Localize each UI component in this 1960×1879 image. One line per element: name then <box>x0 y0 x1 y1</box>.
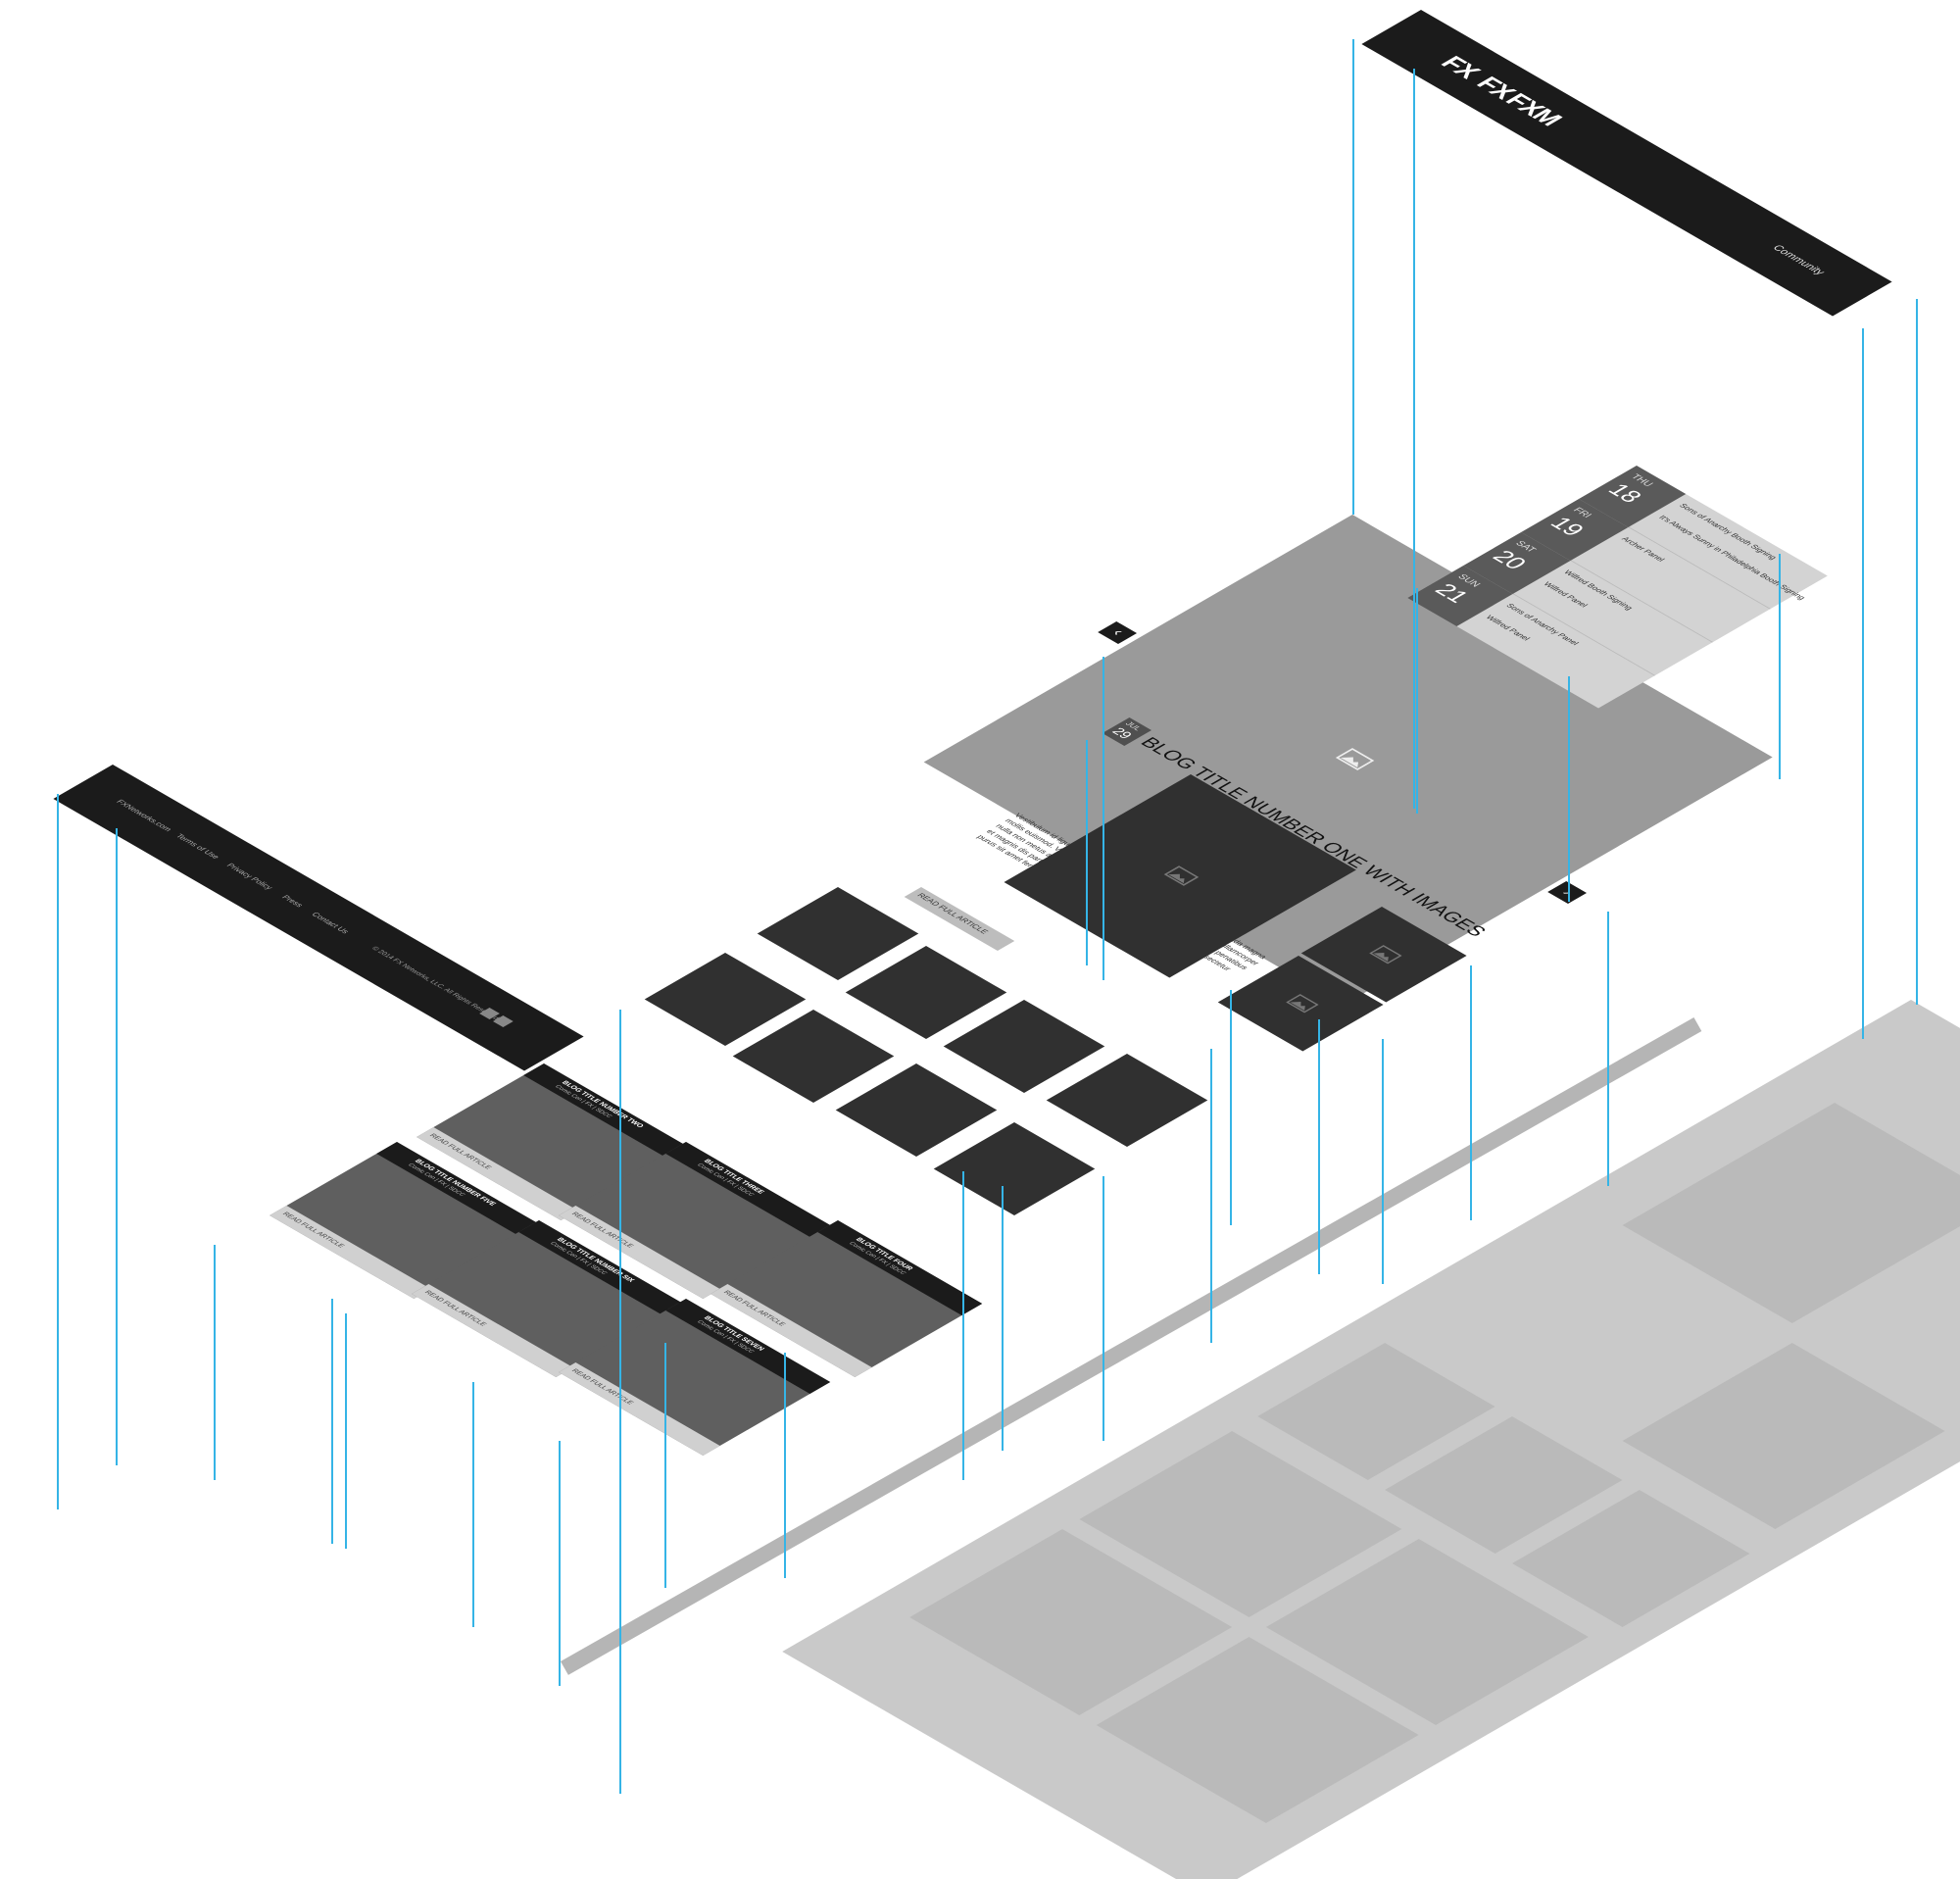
riser-line <box>1086 740 1088 965</box>
image-placeholder-icon <box>1369 945 1402 964</box>
read-more-link[interactable]: READ FULL ARTICLE <box>422 1290 488 1328</box>
feature-post-image[interactable] <box>1004 774 1356 978</box>
footer-link[interactable]: Press <box>279 894 306 909</box>
riser-line <box>1862 328 1864 1039</box>
riser-line <box>1210 1049 1212 1343</box>
fx-logo[interactable]: FX <box>1434 52 1487 82</box>
riser-line <box>214 1245 216 1480</box>
riser-line <box>472 1382 474 1627</box>
riser-line <box>664 1343 666 1588</box>
image-placeholder-icon <box>1163 865 1200 886</box>
carousel-prev-button[interactable]: ‹ <box>1098 621 1138 644</box>
fxm-logo[interactable]: FXM <box>1498 89 1569 129</box>
riser-line <box>1318 1019 1320 1274</box>
riser-line <box>57 794 59 1509</box>
hero-carousel[interactable]: ‹ › <box>923 515 1773 1005</box>
footer-copyright: © 2014 FX Networks, LLC. All Rights Rese… <box>369 946 501 1021</box>
footer-bar: FXNetworks.com Terms of Use Privacy Poli… <box>53 765 584 1071</box>
read-more-bar[interactable]: READ FULL ARTICLE <box>904 887 1015 951</box>
riser-line <box>1382 1039 1384 1284</box>
riser-line <box>1416 588 1418 814</box>
riser-line <box>1230 990 1232 1225</box>
footer-link[interactable]: Terms of Use <box>173 832 221 861</box>
riser-line <box>784 1353 786 1578</box>
post-title[interactable]: BLOG TITLE SEVEN <box>702 1315 765 1353</box>
read-more-link[interactable]: READ FULL ARTICLE <box>280 1211 346 1250</box>
riser-line <box>962 1171 964 1480</box>
riser-line <box>1568 676 1570 902</box>
footer-link[interactable]: FXNetworks.com <box>114 798 174 833</box>
riser-line <box>1352 39 1354 515</box>
social-tile[interactable] <box>933 1122 1096 1215</box>
thumbnail-tile[interactable] <box>1300 907 1467 1003</box>
nav-community-link[interactable]: Community <box>1769 243 1828 277</box>
riser-line <box>1916 299 1918 1005</box>
riser-line <box>1102 1176 1104 1441</box>
social-tile[interactable] <box>1046 1054 1208 1147</box>
riser-line <box>1779 554 1781 779</box>
riser-line <box>1002 1186 1004 1451</box>
footer-link[interactable]: Contact Us <box>309 911 351 935</box>
header-bar: FX FX FXM Community <box>1361 10 1892 317</box>
read-more-link[interactable]: READ FULL ARTICLE <box>569 1368 635 1407</box>
social-tile[interactable] <box>835 1063 998 1157</box>
read-more-link[interactable]: READ FULL ARTICLE <box>721 1290 787 1328</box>
riser-line <box>1607 912 1609 1186</box>
riser-line <box>1102 657 1104 980</box>
thumbnail-tile[interactable] <box>1217 956 1384 1052</box>
footer-link[interactable]: Privacy Policy <box>224 862 275 891</box>
riser-line <box>345 1313 347 1549</box>
riser-line <box>1413 69 1415 809</box>
riser-line <box>1470 965 1472 1220</box>
post-title[interactable]: BLOG TITLE THREE <box>702 1159 765 1196</box>
riser-line <box>559 1441 561 1686</box>
image-placeholder-icon <box>1335 748 1375 770</box>
post-title[interactable]: BLOG TITLE FOUR <box>854 1237 914 1272</box>
post-title[interactable]: BLOG TITLE NUMBER TWO <box>560 1080 645 1129</box>
image-placeholder-icon <box>1286 994 1319 1014</box>
riser-line <box>116 828 118 1465</box>
riser-line <box>331 1299 333 1544</box>
riser-line <box>619 1010 621 1794</box>
read-more-link[interactable]: READ FULL ARTICLE <box>914 892 991 936</box>
